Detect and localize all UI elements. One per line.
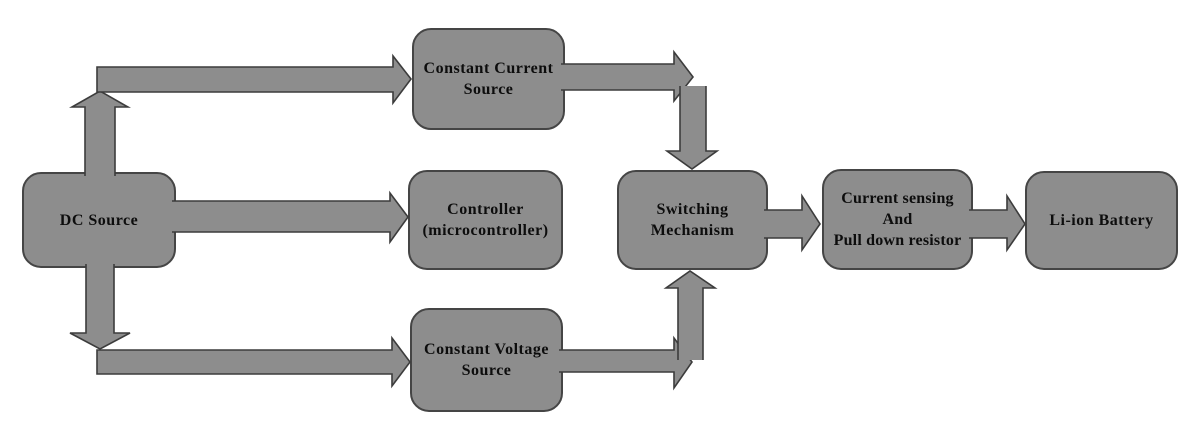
arrow-switching-to-current-sensing — [764, 193, 821, 253]
node-dc-source-label: DC Source — [59, 211, 139, 229]
node-constant-voltage-source-label: Constant Voltage Source — [424, 341, 549, 379]
node-li-ion-battery: Li-ion Battery — [1025, 171, 1178, 270]
arrow-constant-voltage-right — [559, 335, 693, 391]
node-li-ion-battery-label: Li-ion Battery — [1049, 212, 1154, 229]
node-constant-current-source-label: Constant Current Source — [423, 60, 554, 98]
node-current-sensing: Current sensing And Pull down resistor — [822, 169, 973, 270]
node-constant-current-source: Constant Current Source — [412, 28, 565, 130]
arrow-current-sensing-to-battery — [969, 193, 1026, 253]
node-switching-mechanism-label: Switching Mechanism — [650, 201, 735, 239]
arrow-constant-current-right — [561, 49, 695, 104]
arrow-dc-to-controller — [172, 190, 409, 245]
node-switching-mechanism: Switching Mechanism — [617, 170, 768, 270]
node-dc-source: DC Source — [22, 172, 176, 268]
arrow-dc-to-constant-current — [96, 53, 413, 106]
arrow-dc-to-constant-voltage — [96, 335, 411, 389]
node-constant-voltage-source: Constant Voltage Source — [410, 308, 563, 412]
node-current-sensing-label: Current sensing And Pull down resistor — [833, 190, 962, 249]
arrow-constant-current-to-switching — [664, 86, 720, 170]
node-controller: Controller (microcontroller) — [408, 170, 563, 270]
arrow-dc-up — [68, 90, 132, 176]
node-controller-label: Controller (microcontroller) — [422, 201, 549, 239]
arrow-dc-down — [69, 264, 131, 350]
arrow-constant-voltage-to-switching — [663, 270, 718, 360]
